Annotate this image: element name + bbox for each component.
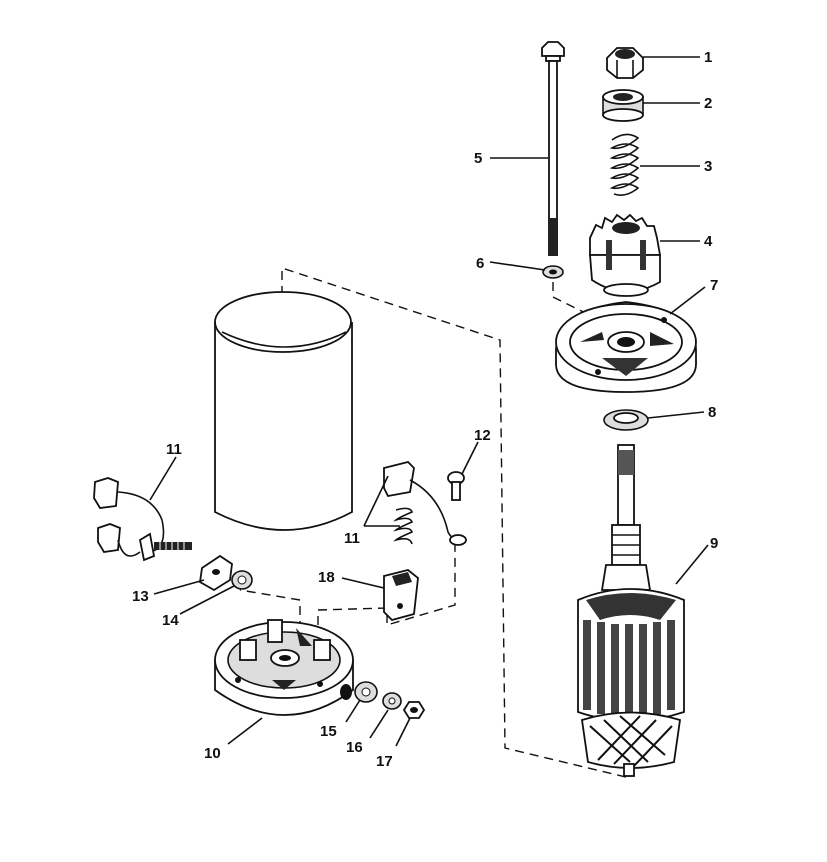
label-17: 17 bbox=[376, 753, 393, 770]
label-4: 4 bbox=[704, 233, 713, 250]
label-6: 6 bbox=[476, 255, 484, 272]
label-5: 5 bbox=[474, 150, 482, 167]
label-8: 8 bbox=[708, 404, 716, 421]
armature-laminations bbox=[583, 620, 675, 718]
label-2: 2 bbox=[704, 95, 712, 112]
part-spacer bbox=[602, 89, 644, 122]
label-15: 15 bbox=[320, 723, 337, 740]
part-drive-end-cap bbox=[555, 301, 697, 393]
part-commutator-end-cap bbox=[214, 619, 354, 716]
label-11-right: 11 bbox=[344, 530, 360, 547]
part-insulator-block bbox=[199, 554, 233, 592]
part-flat-washer bbox=[354, 681, 378, 703]
part-brush-holder bbox=[383, 569, 419, 622]
label-16: 16 bbox=[346, 739, 363, 756]
label-11-left: 11 bbox=[166, 441, 182, 458]
part-frame-housing bbox=[214, 291, 353, 531]
part-insulating-washer bbox=[231, 570, 253, 590]
part-drive-pinion bbox=[589, 213, 662, 297]
part-armature bbox=[577, 444, 685, 777]
part-lock-washer-small bbox=[542, 265, 564, 279]
part-through-bolt bbox=[541, 41, 565, 256]
label-10: 10 bbox=[204, 745, 221, 762]
part-brush-lead-left bbox=[93, 477, 192, 562]
part-lock-washer bbox=[382, 692, 402, 710]
label-1: 1 bbox=[704, 49, 712, 66]
part-brush-and-spring bbox=[383, 461, 467, 546]
label-7: 7 bbox=[710, 277, 718, 294]
part-number-labels: 1 2 3 4 5 6 7 8 9 10 11 11 12 13 14 15 1… bbox=[132, 49, 718, 770]
label-13: 13 bbox=[132, 588, 149, 605]
label-14: 14 bbox=[162, 612, 179, 629]
label-12: 12 bbox=[474, 427, 491, 444]
armature-commutator-windings bbox=[589, 715, 673, 767]
part-spring bbox=[609, 133, 640, 196]
leader-lines bbox=[149, 56, 709, 747]
label-18: 18 bbox=[318, 569, 335, 586]
part-terminal-screw bbox=[447, 471, 465, 501]
part-hex-nut-top bbox=[606, 47, 644, 79]
label-3: 3 bbox=[704, 158, 712, 175]
part-terminal-nut bbox=[402, 701, 426, 719]
label-9: 9 bbox=[710, 535, 718, 552]
part-thrust-washer bbox=[603, 409, 649, 431]
